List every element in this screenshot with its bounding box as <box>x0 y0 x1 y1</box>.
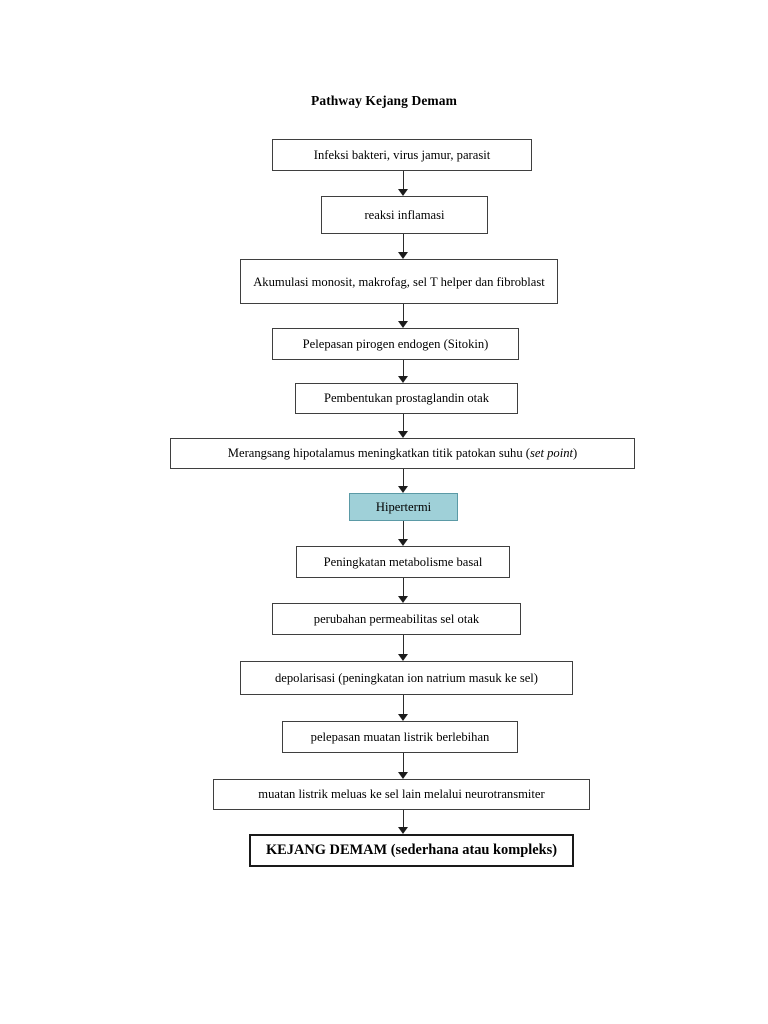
page-title: Pathway Kejang Demam <box>311 93 457 108</box>
flow-arrow <box>397 304 410 328</box>
arrow-head-icon <box>398 486 408 493</box>
flow-node-label: Infeksi bakteri, virus jamur, parasit <box>313 147 491 162</box>
flow-node-label: Pelepasan pirogen endogen (Sitokin) <box>302 336 489 351</box>
flow-node-9: perubahan permeabilitas sel otak <box>272 603 521 635</box>
flow-node-label: reaksi inflamasi <box>364 207 445 222</box>
arrow-shaft <box>403 414 405 431</box>
flow-node-6: Merangsang hipotalamus meningkatkan titi… <box>170 438 635 469</box>
flow-node-label-italic: set point <box>529 446 574 460</box>
flow-node-3: Akumulasi monosit, makrofag, sel T helpe… <box>240 259 558 304</box>
arrow-shaft <box>403 578 405 596</box>
arrow-shaft <box>403 635 405 654</box>
arrow-shaft <box>403 234 405 252</box>
flow-node-label: Pembentukan prostaglandin otak <box>323 391 490 405</box>
flow-node-label: KEJANG DEMAM (sederhana atau kompleks) <box>265 842 558 858</box>
arrow-shaft <box>403 695 405 714</box>
arrow-shaft <box>403 521 405 539</box>
arrow-shaft <box>403 171 405 189</box>
arrow-head-icon <box>398 189 408 196</box>
flow-node-label: Akumulasi monosit, makrofag, sel T helpe… <box>253 274 545 289</box>
arrow-shaft <box>403 753 405 772</box>
arrow-head-icon <box>398 827 408 834</box>
flow-arrow <box>397 414 410 438</box>
flow-node-label: Hipertermi <box>375 499 432 514</box>
flow-node-13: KEJANG DEMAM (sederhana atau kompleks) <box>249 834 574 867</box>
flow-arrow <box>397 521 410 546</box>
flow-node-7: Hipertermi <box>349 493 461 524</box>
flow-node-4: Pelepasan pirogen endogen (Sitokin) <box>272 328 519 360</box>
flow-node-label: depolarisasi (peningkatan ion natrium ma… <box>275 671 538 685</box>
flow-arrow <box>397 635 410 661</box>
flow-arrow <box>397 753 410 779</box>
arrow-head-icon <box>398 714 408 721</box>
flow-node-11: pelepasan muatan listrik berlebihan <box>282 721 518 753</box>
flow-node-2: reaksi inflamasi <box>321 196 488 234</box>
flow-node-1: Infeksi bakteri, virus jamur, parasit <box>272 139 532 171</box>
flow-node-label: Peningkatan metabolisme basal <box>323 554 483 569</box>
flow-node-8: Peningkatan metabolisme basal <box>296 546 510 578</box>
flow-arrow <box>397 578 410 603</box>
flow-arrow <box>397 360 410 383</box>
flow-arrow <box>397 234 410 259</box>
flow-arrow <box>397 695 410 721</box>
flow-node-label: perubahan permeabilitas sel otak <box>313 611 480 626</box>
flow-arrow <box>397 810 410 834</box>
arrow-head-icon <box>398 252 408 259</box>
flow-node-label: muatan listrik meluas ke sel lain melalu… <box>258 787 545 801</box>
arrow-shaft <box>403 469 405 486</box>
flow-arrow <box>397 171 410 196</box>
arrow-head-icon <box>398 431 408 438</box>
flow-node-label: pelepasan muatan listrik berlebihan <box>310 729 490 744</box>
arrow-head-icon <box>398 654 408 661</box>
arrow-head-icon <box>398 596 408 603</box>
flow-node-5: Pembentukan prostaglandin otak <box>295 383 518 414</box>
arrow-shaft <box>403 304 405 321</box>
flow-arrow <box>397 469 410 493</box>
arrow-shaft <box>403 810 405 827</box>
flow-node-12: muatan listrik meluas ke sel lain melalu… <box>213 779 590 810</box>
arrow-head-icon <box>398 772 408 779</box>
flow-node-10: depolarisasi (peningkatan ion natrium ma… <box>240 661 573 695</box>
flow-node-label: Merangsang hipotalamus meningkatkan titi… <box>227 446 578 460</box>
arrow-shaft <box>403 360 405 376</box>
arrow-head-icon <box>398 539 408 546</box>
arrow-head-icon <box>398 321 408 328</box>
arrow-head-icon <box>398 376 408 383</box>
